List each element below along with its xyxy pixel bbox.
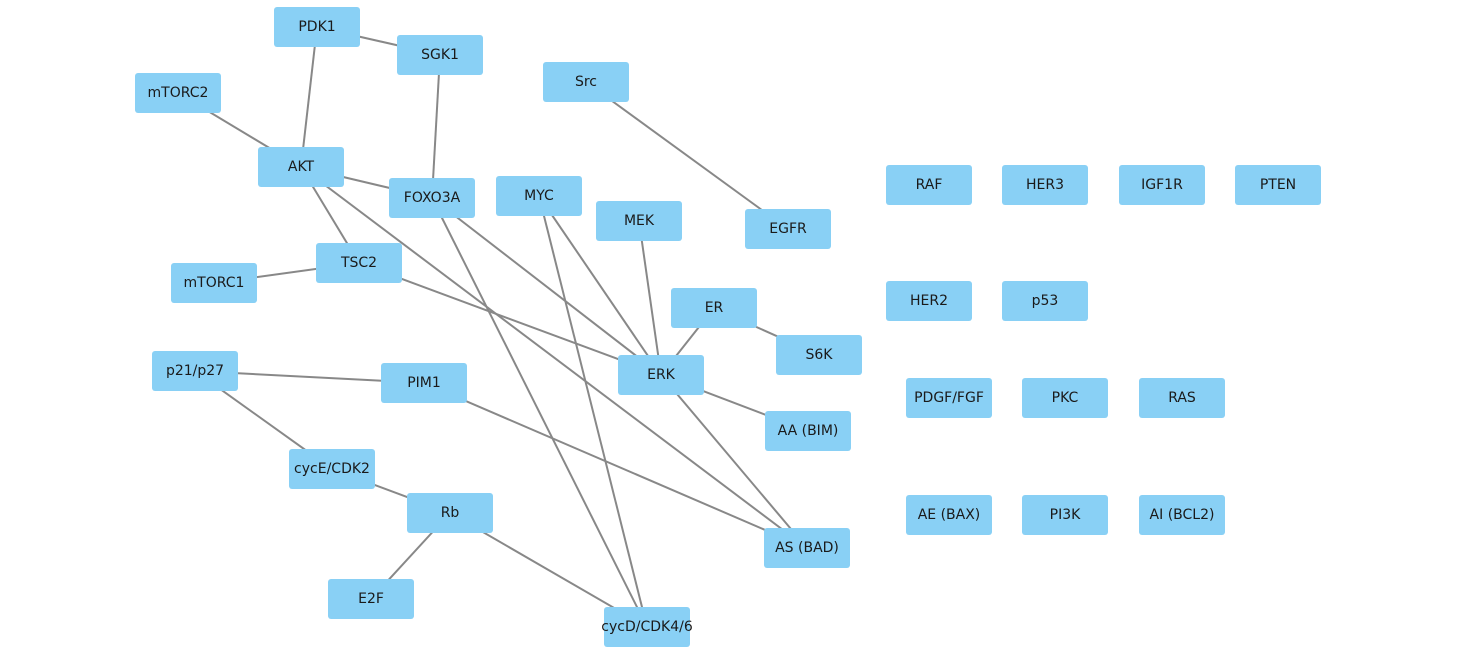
node-pdgf-fgf[interactable]: PDGF/FGF — [906, 378, 992, 418]
node-raf[interactable]: RAF — [886, 165, 972, 205]
node-p53[interactable]: p53 — [1002, 281, 1088, 321]
node-as-bad[interactable]: AS (BAD) — [764, 528, 850, 568]
node-er[interactable]: ER — [671, 288, 757, 328]
node-mek[interactable]: MEK — [596, 201, 682, 241]
edge-mek-erk — [638, 220, 662, 376]
node-pkc[interactable]: PKC — [1022, 378, 1108, 418]
node-her2[interactable]: HER2 — [886, 281, 972, 321]
node-foxo3a[interactable]: FOXO3A — [389, 178, 475, 218]
node-myc[interactable]: MYC — [496, 176, 582, 216]
node-pi3k[interactable]: PI3K — [1022, 495, 1108, 535]
node-her3[interactable]: HER3 — [1002, 165, 1088, 205]
node-egfr[interactable]: EGFR — [745, 209, 831, 249]
node-pdk1[interactable]: PDK1 — [274, 7, 360, 47]
node-src[interactable]: Src — [543, 62, 629, 102]
node-s6k[interactable]: S6K — [776, 335, 862, 375]
node-pim1[interactable]: PIM1 — [381, 363, 467, 403]
node-akt[interactable]: AKT — [258, 147, 344, 187]
edge-pim1-as — [423, 382, 808, 549]
node-p21-p27[interactable]: p21/p27 — [152, 351, 238, 391]
node-ras[interactable]: RAS — [1139, 378, 1225, 418]
edge-foxo3a-cycdcdk46 — [431, 197, 648, 628]
node-pten[interactable]: PTEN — [1235, 165, 1321, 205]
node-sgk1[interactable]: SGK1 — [397, 35, 483, 75]
node-cycd-cdk46[interactable]: cycD/CDK4/6 — [601, 607, 693, 647]
node-e2f[interactable]: E2F — [328, 579, 414, 619]
edge-pdk1-akt — [300, 26, 318, 168]
edge-akt-as — [300, 166, 808, 549]
edge-sgk1-foxo3a — [431, 54, 441, 199]
node-cyce-cdk2[interactable]: cycE/CDK2 — [289, 449, 375, 489]
edge-myc-erk — [538, 195, 662, 376]
node-mtorc1[interactable]: mTORC1 — [171, 263, 257, 303]
edge-tsc2-erk — [358, 262, 662, 376]
node-ae-bax[interactable]: AE (BAX) — [906, 495, 992, 535]
edge-erk-as — [660, 374, 808, 549]
edge-myc-cycdcdk46 — [538, 195, 648, 628]
node-tsc2[interactable]: TSC2 — [316, 243, 402, 283]
node-aa-bim[interactable]: AA (BIM) — [765, 411, 851, 451]
edge-src-egfr — [585, 81, 789, 230]
node-ai-bcl2[interactable]: AI (BCL2) — [1139, 495, 1225, 535]
node-erk[interactable]: ERK — [618, 355, 704, 395]
node-rb[interactable]: Rb — [407, 493, 493, 533]
edge-foxo3a-erk — [431, 197, 662, 376]
node-igf1r[interactable]: IGF1R — [1119, 165, 1205, 205]
node-mtorc2[interactable]: mTORC2 — [135, 73, 221, 113]
